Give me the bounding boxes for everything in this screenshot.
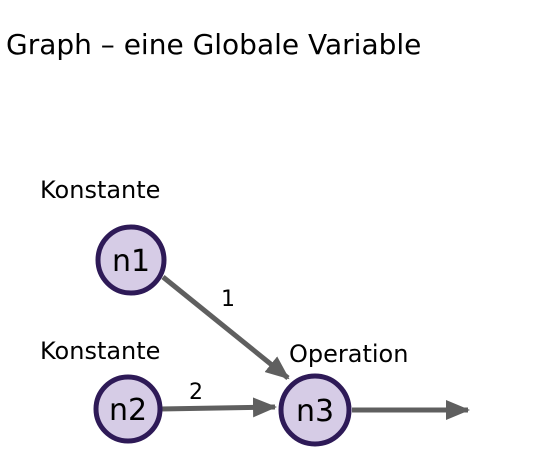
node-circle xyxy=(95,224,167,296)
edge-n2-n3 xyxy=(159,397,277,418)
node-n1: n1 xyxy=(95,224,167,296)
page-title: Graph – eine Globale Variable xyxy=(6,28,422,61)
node-label-n3: n3 xyxy=(296,394,334,429)
node-n2: n2 xyxy=(93,374,163,444)
node-label-n1: n1 xyxy=(112,244,150,279)
node-label-n2: n2 xyxy=(109,393,147,428)
edge-n1-n3 xyxy=(161,275,290,380)
node-circle xyxy=(93,374,163,444)
edge-label-1: 1 xyxy=(221,287,235,312)
node-n3: n3 xyxy=(278,373,352,447)
node-circle xyxy=(278,373,352,447)
node-caption-n3: Operation xyxy=(289,340,408,368)
node-caption-n1: Konstante xyxy=(40,176,160,204)
edge-label-2: 2 xyxy=(189,380,203,405)
node-caption-n2: Konstante xyxy=(40,337,160,365)
